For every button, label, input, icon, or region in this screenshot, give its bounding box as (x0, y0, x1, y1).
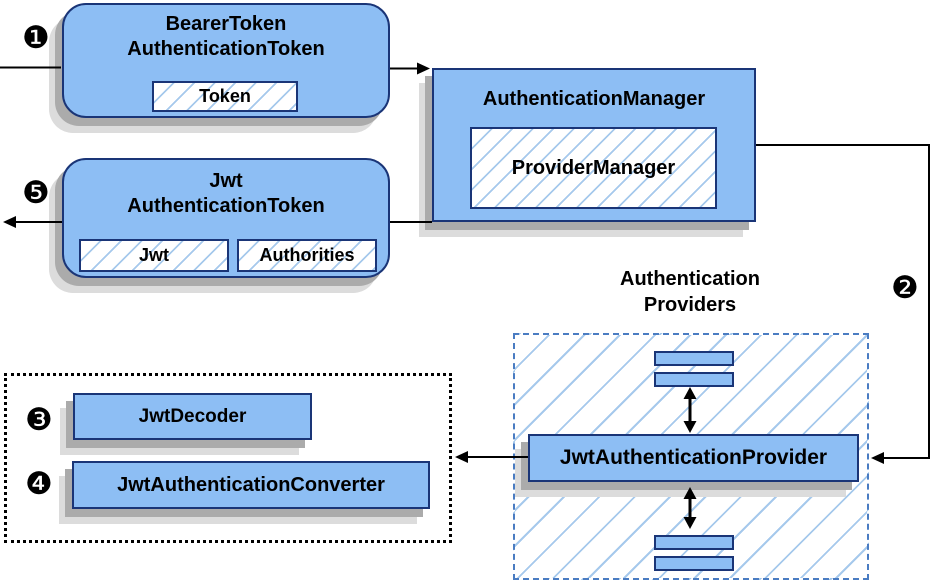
other-provider-bar (654, 372, 734, 387)
provider-manager-subbox: ProviderManager (470, 127, 717, 209)
jwt-authentication-provider-box: JwtAuthenticationProvider (528, 434, 859, 482)
jwt-authentication-token-box: Jwt AuthenticationToken Jwt Authorities (62, 158, 390, 278)
arrowhead-left-icon (455, 451, 468, 463)
authentication-manager-box: AuthenticationManager ProviderManager (432, 68, 756, 222)
jwt-decoder-group-box (4, 373, 452, 543)
step-5-badge: ❺ (22, 175, 50, 210)
authentication-providers-label-line2: Providers (643, 294, 737, 316)
arrowhead-right-icon (417, 62, 430, 75)
step-3-badge: ❸ (25, 402, 53, 437)
bearer-token-authentication-token-box: BearerToken AuthenticationToken Token (62, 3, 390, 118)
authorities-subbox: Authorities (237, 239, 377, 272)
step-4-badge: ❹ (25, 466, 53, 501)
arrowhead-left-icon (3, 216, 16, 228)
authentication-providers-label-line1: Authentication (620, 268, 760, 290)
jwt-box-title-line2: AuthenticationToken (127, 195, 325, 217)
step-1-badge: ❶ (22, 20, 50, 55)
authentication-manager-title: AuthenticationManager (482, 88, 706, 110)
other-provider-bar (654, 556, 734, 571)
arrowhead-left-icon (871, 452, 884, 464)
token-subbox: Token (152, 81, 298, 112)
bearer-box-title-line1: BearerToken (165, 13, 287, 35)
jwt-subbox: Jwt (79, 239, 229, 272)
other-provider-bar (654, 351, 734, 366)
jwt-authentication-converter-box: JwtAuthenticationConverter (72, 461, 430, 509)
jwt-decoder-box: JwtDecoder (73, 393, 312, 440)
other-provider-bar (654, 535, 734, 550)
step-2-badge: ❷ (891, 270, 919, 305)
authentication-providers-label: Authentication Providers (560, 266, 820, 318)
jwt-box-title-line1: Jwt (209, 170, 243, 192)
bearer-box-title-line2: AuthenticationToken (127, 38, 325, 60)
